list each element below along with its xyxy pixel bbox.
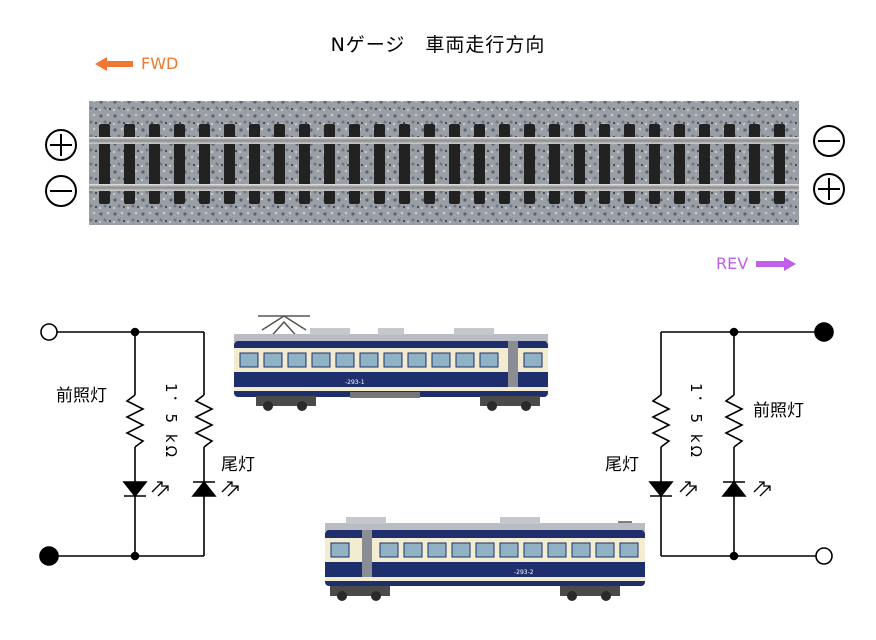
train-window — [359, 352, 379, 368]
train-window — [547, 542, 567, 558]
resistor — [651, 394, 671, 448]
sleeper — [649, 124, 660, 204]
led — [122, 481, 148, 498]
train-window — [330, 542, 350, 558]
train-window — [475, 542, 495, 558]
track — [89, 101, 799, 225]
sleeper — [749, 124, 760, 204]
train-lower: -293-2 — [325, 517, 645, 601]
sleeper — [324, 124, 335, 204]
train-window — [335, 352, 355, 368]
sleeper — [174, 124, 185, 204]
plus-circle-icon — [45, 129, 77, 161]
left-arrow-icon — [95, 56, 133, 71]
train-window — [239, 352, 259, 368]
led — [721, 480, 747, 497]
train-window — [455, 352, 475, 368]
led — [191, 480, 217, 497]
minus-circle-icon — [813, 125, 845, 157]
terminal-open — [40, 323, 58, 341]
sleeper — [624, 124, 635, 204]
train-window — [431, 352, 451, 368]
train-window — [571, 542, 591, 558]
train-window — [263, 352, 283, 368]
minus-circle-icon — [45, 175, 77, 207]
sleeper — [124, 124, 135, 204]
sleeper — [674, 124, 685, 204]
resistor-value-left: 1．5 kΩ — [162, 383, 180, 461]
sleeper — [249, 124, 260, 204]
car-number-upper: -293-1 — [345, 379, 365, 386]
resistor — [724, 394, 744, 448]
sleeper — [724, 124, 735, 204]
fwd-label: FWD — [141, 54, 179, 73]
train-window — [451, 542, 471, 558]
train-upper: -293-1 — [234, 315, 548, 411]
train-window — [407, 352, 427, 368]
train-window — [479, 352, 499, 368]
sleeper — [399, 124, 410, 204]
train-window — [383, 352, 403, 368]
train-window — [619, 542, 639, 558]
terminal-filled — [39, 546, 59, 566]
sleeper — [474, 124, 485, 204]
terminal-filled — [814, 322, 834, 342]
sleeper — [224, 124, 235, 204]
fwd-indicator: FWD — [95, 54, 178, 73]
headlight-label-right: 前照灯 — [753, 401, 804, 421]
train-window — [499, 542, 519, 558]
resistor — [194, 394, 214, 448]
train-window — [595, 542, 615, 558]
rev-label: REV — [716, 254, 749, 273]
sleeper — [499, 124, 510, 204]
train-window — [403, 542, 423, 558]
light-emission-icon — [151, 481, 239, 497]
left-circuit — [39, 323, 239, 566]
sleeper — [424, 124, 435, 204]
sleeper — [524, 124, 535, 204]
sleeper — [699, 124, 710, 204]
light-emission-icon — [679, 481, 771, 497]
right-circuit — [648, 322, 834, 565]
headlight-label-left: 前照灯 — [56, 386, 107, 406]
rev-indicator: REV — [716, 254, 797, 273]
car-number-lower: -293-2 — [514, 569, 534, 576]
right-arrow-icon — [756, 256, 797, 271]
train-window — [311, 352, 331, 368]
sleeper — [299, 124, 310, 204]
sleeper — [99, 124, 110, 204]
train-window — [379, 542, 399, 558]
taillight-label-left: 尾灯 — [221, 455, 255, 475]
train-window — [523, 542, 543, 558]
diagram-title: Nゲージ 車両走行方向 — [330, 34, 546, 56]
sleeper — [199, 124, 210, 204]
sleeper — [349, 124, 360, 204]
sleeper — [549, 124, 560, 204]
sleeper — [574, 124, 585, 204]
sleeper — [374, 124, 385, 204]
train-window — [523, 352, 543, 368]
led — [648, 481, 674, 498]
sleeper — [449, 124, 460, 204]
rail-top — [89, 137, 799, 144]
sleeper — [774, 124, 785, 204]
terminal-open — [815, 547, 833, 565]
sleeper — [274, 124, 285, 204]
train-window — [427, 542, 447, 558]
sleeper — [599, 124, 610, 204]
train-window — [287, 352, 307, 368]
sleeper — [149, 124, 160, 204]
rail-bottom — [89, 184, 799, 191]
resistor-value-right: 1．5 kΩ — [687, 383, 705, 461]
taillight-label-right: 尾灯 — [605, 455, 639, 475]
plus-circle-icon — [813, 173, 845, 205]
resistor — [125, 394, 145, 448]
track-ballast — [89, 101, 799, 225]
